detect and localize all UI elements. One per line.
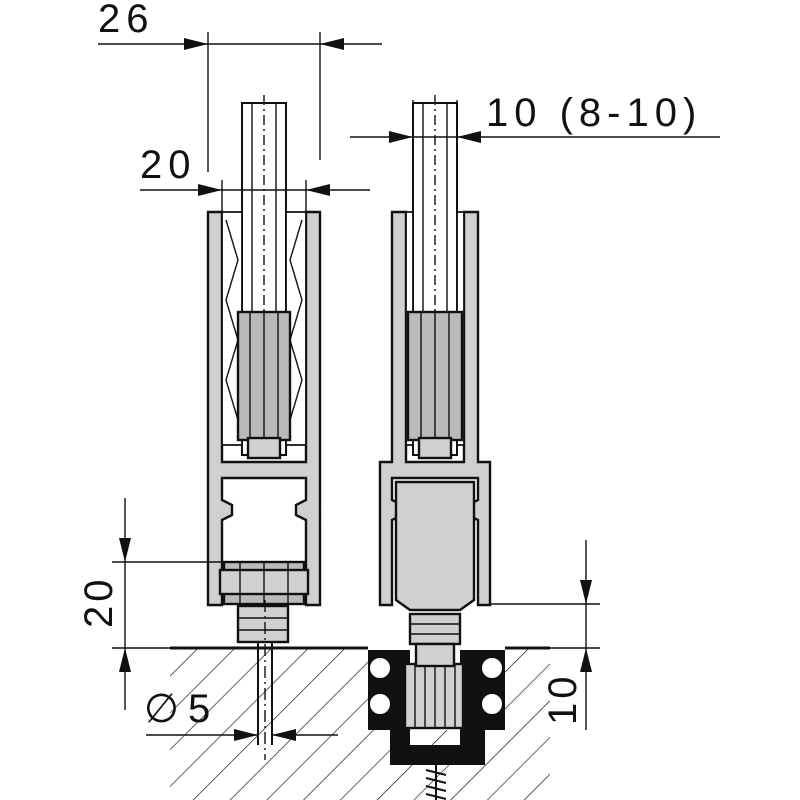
dimension-glass-label: 10 (8-10) — [486, 91, 702, 135]
diameter-value: 5 — [188, 687, 216, 731]
dimension-20-vertical: 20 — [77, 498, 224, 710]
floor-guide-channel — [368, 648, 505, 800]
dimension-10-vertical: 10 — [490, 540, 600, 730]
screw-icon — [425, 765, 447, 800]
dimension-diameter: ∅ 5 — [144, 687, 338, 741]
dimension-26: 26 — [98, 0, 382, 172]
right-profile — [378, 95, 492, 668]
dimension-20-vertical-label: 20 — [77, 576, 121, 629]
dimension-20-label: 20 — [140, 143, 197, 187]
diameter-symbol: ∅ — [144, 687, 185, 731]
dimension-glass: 10 (8-10) — [350, 91, 720, 143]
dimension-10-vertical-label: 10 — [541, 673, 585, 726]
dimension-26-label: 26 — [98, 0, 155, 41]
left-profile — [206, 95, 322, 760]
dimension-20-top: 20 — [140, 143, 370, 212]
